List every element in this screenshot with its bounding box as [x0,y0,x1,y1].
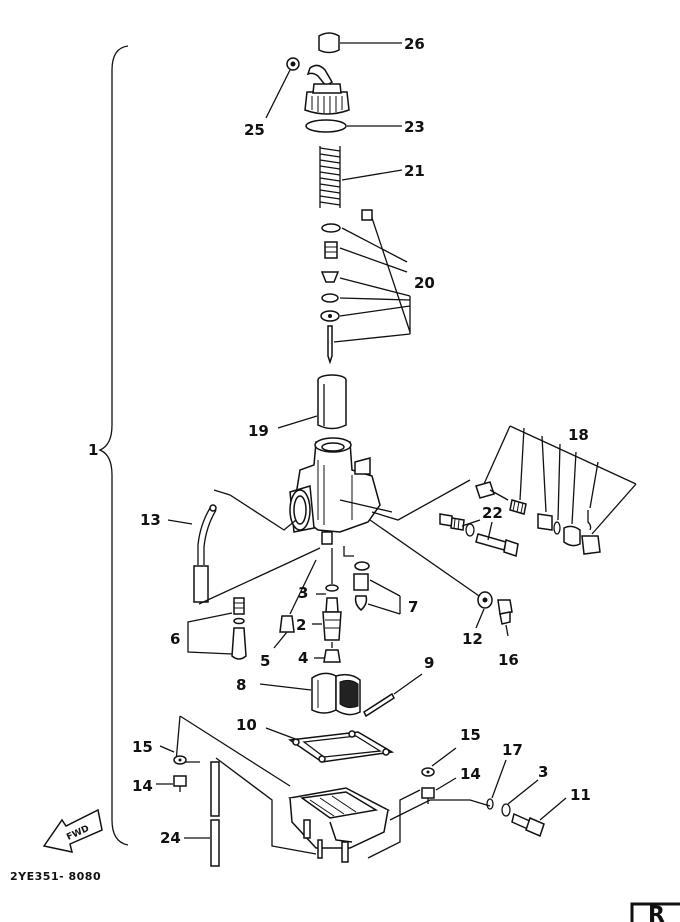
part-14-right-screw [421,787,435,804]
callout-3-top: 3 [298,584,308,602]
callout-15-right: 15 [460,726,481,744]
callout-16: 16 [498,651,519,669]
part-24-drain-tube [210,761,220,867]
callout-11: 11 [570,786,591,804]
carburetor-body [289,437,381,545]
part-11-drain-screw [511,812,545,838]
callout-17: 17 [502,741,523,759]
callout-13: 13 [140,511,161,529]
part-14-left-screw [173,775,187,792]
leaders-20 [333,217,411,343]
part-5-pilot-jet [279,615,295,633]
part-9-float [311,672,361,716]
callout-9: 8 [236,676,246,694]
callout-6: 6 [170,630,180,648]
float-bowl [287,787,391,863]
fwd-arrow-icon: FWD [42,808,103,853]
callout-8: 9 [424,654,434,672]
part-3-washer-top [325,584,339,592]
callout-14-left: 14 [132,777,153,795]
callout-21: 21 [404,162,425,180]
callout-25: 25 [244,121,265,139]
assembly-bracket [98,45,129,846]
callout-14-right: 14 [460,765,481,783]
corner-tab-label: R [648,903,665,922]
part-19-throttle-valve [317,374,347,430]
part-2-needle-jet [322,597,342,641]
mixing-chamber-top [304,64,350,115]
callout-1: 1 [88,441,98,459]
part-18-pilot-screw-set [475,481,601,555]
part-3-washer-bottom [501,803,511,817]
part-15-left-washer [173,755,187,765]
callout-26: 26 [404,35,425,53]
leaders-18 [483,425,637,535]
callout-5: 5 [260,652,270,670]
part-13-hose [193,504,217,603]
part-17-o-ring [486,798,494,810]
part-10-float-bowl-gasket [287,730,395,763]
part-20-jet-needle-set [320,209,373,365]
part-22-throttle-stop-screw [439,513,519,557]
callout-15-left: 15 [132,738,153,756]
part-25-nut [286,57,300,71]
callout-12: 12 [462,630,483,648]
part-16-plug [497,599,513,625]
part-8-needle-valve [363,692,395,718]
drawing-code: 2YE351- 8080 [10,870,101,883]
part-23-o-ring [305,119,347,133]
part-21-spring [319,146,341,208]
callout-22: 22 [482,504,503,522]
callout-7: 7 [408,598,418,616]
callout-19: 19 [248,422,269,440]
callout-2: 2 [296,616,306,634]
callout-23: 23 [404,118,425,136]
callout-3-bottom: 3 [538,763,548,781]
part-6-needle-jet-set [231,597,247,660]
callout-24: 24 [160,829,181,847]
corner-tab: R [630,902,680,922]
callout-4: 4 [298,649,308,667]
part-4-main-jet [323,649,341,663]
part-26-cap [318,32,340,54]
part-15-right-washer [421,767,435,777]
callout-18: 18 [568,426,589,444]
callout-10: 10 [236,716,257,734]
callout-20: 20 [414,274,435,292]
part-12-washer [477,591,493,609]
part-7-starter-jet-set [353,561,370,611]
